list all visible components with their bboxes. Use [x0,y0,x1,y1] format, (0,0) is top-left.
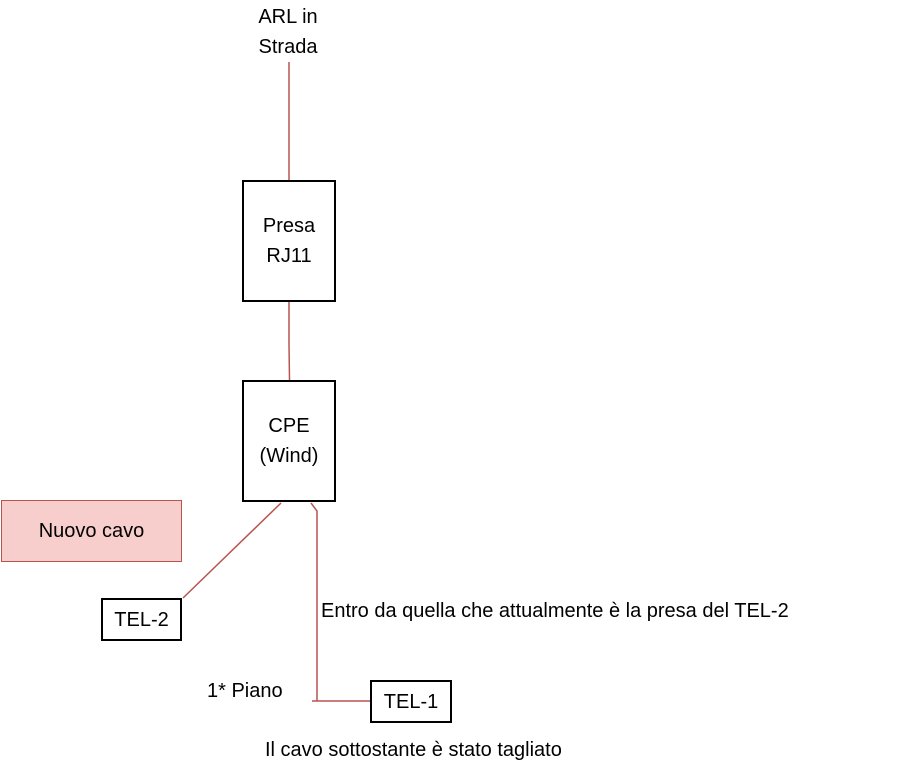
arl-in-strada-label: ARL in Strada [238,2,338,62]
presa-rj11-node: Presa RJ11 [242,180,336,302]
connector-presa-to-cpe [288,302,291,381]
presa-label-line-2: RJ11 [266,245,312,267]
tel-1-label: TEL-1 [383,690,439,713]
nuovo-cavo-legend: Nuovo cavo [1,500,182,562]
tel-2-label: TEL-2 [114,608,169,631]
cpe-wind-node: CPE (Wind) [242,380,336,502]
entry-annotation: Entro da quella che attualmente è la pre… [321,600,789,622]
connector-cpe-to-tel1 [310,502,370,702]
nuovo-cavo-label: Nuovo cavo [38,520,145,542]
cpe-label-line-2: (Wind) [259,445,319,467]
tel-2-node: TEL-2 [101,598,182,641]
tel-1-node: TEL-1 [370,680,452,723]
arl-label-line-2: Strada [258,36,318,58]
cpe-label-line-1: CPE [268,415,310,437]
presa-label-line-1: Presa [262,215,316,237]
arl-label-line-1: ARL in [258,6,318,28]
connector-cpe-to-tel2 [182,502,282,599]
cut-cable-annotation: Il cavo sottostante è stato tagliato [265,739,562,761]
floor-annotation: 1* Piano [207,680,283,702]
